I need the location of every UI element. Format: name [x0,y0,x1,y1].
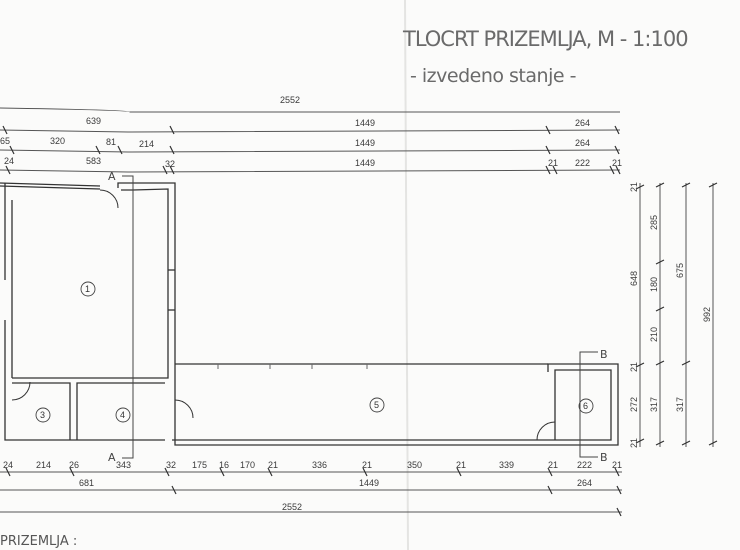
dim-label: 264 [575,138,590,148]
right-dimension-lines [635,182,718,447]
dim-label: 175 [192,460,207,470]
dim-label: 583 [86,156,101,166]
dim-label: 214 [139,139,154,149]
dim-label: 65 [0,136,10,146]
dim-label: 32 [166,460,176,470]
bottom-dimension-lines [0,467,622,517]
section-mark-b-bottom: B [600,451,608,464]
dim-label: 350 [407,460,422,470]
dim-total-width: 2552 [280,95,300,105]
dim-label: 24 [4,156,14,166]
dim-total-height: 992 [702,307,712,322]
room-3-label: 3 [40,410,45,420]
section-mark-b-top: B [600,348,608,361]
dim-label: 320 [50,136,65,146]
room-1-label: 1 [85,284,90,294]
dim-label: 21 [548,460,558,470]
dim-label: 21 [629,438,639,448]
section-lines [122,175,598,459]
dim-total-width-bottom: 2552 [282,502,302,512]
room-6-label: 6 [583,401,588,411]
dim-label: 317 [649,397,659,412]
dim-label: 21 [548,158,558,168]
dim-label: 21 [612,158,622,168]
dim-label: 21 [629,182,639,192]
dim-label: 222 [575,158,590,168]
dim-label: 648 [629,271,639,286]
dim-label: 285 [649,215,659,230]
dim-label: 1449 [355,118,375,128]
dim-label: 675 [675,263,685,278]
room-5-label: 5 [374,400,379,410]
dim-label: 272 [629,397,639,412]
room-4-label: 4 [120,410,125,420]
plan-title: TLOCRT PRIZEMLJA, M - 1:100 [402,27,688,51]
dim-label: 16 [219,460,229,470]
dim-label: 21 [612,460,622,470]
dim-label: 264 [575,118,590,128]
dim-label: 180 [649,277,659,292]
dim-label: 1449 [355,138,375,148]
dim-label: 32 [165,159,175,169]
walls [0,182,619,446]
dim-label: 21 [629,362,639,372]
paper-fold [404,0,409,550]
legend-heading: PRIZEMLJA : [0,534,77,549]
dim-label: 1449 [355,158,375,168]
dim-label: 21 [362,460,372,470]
dim-label: 21 [268,460,278,470]
dim-label: 1449 [359,478,379,488]
dim-label: 681 [79,478,94,488]
section-mark-a-bottom: A [108,451,116,464]
window-marks [217,364,368,369]
dim-label: 317 [675,397,685,412]
room-circles [35,281,594,423]
plan-subtitle: - izvedeno stanje - [410,65,576,87]
dim-label: 210 [649,327,659,342]
dim-label: 214 [36,460,51,470]
dim-label: 336 [312,460,327,470]
dim-label: 170 [240,460,255,470]
dim-label: 264 [577,478,592,488]
dim-label: 81 [106,137,116,147]
dim-label: 339 [499,460,514,470]
dim-label: 21 [456,460,466,470]
section-mark-a-top: A [108,170,116,183]
dim-label: 26 [69,460,79,470]
dim-label: 222 [577,460,592,470]
dim-label: 24 [3,460,13,470]
dim-label: 639 [86,116,101,126]
dim-label: 343 [116,460,131,470]
top-dimension-lines [0,107,621,175]
